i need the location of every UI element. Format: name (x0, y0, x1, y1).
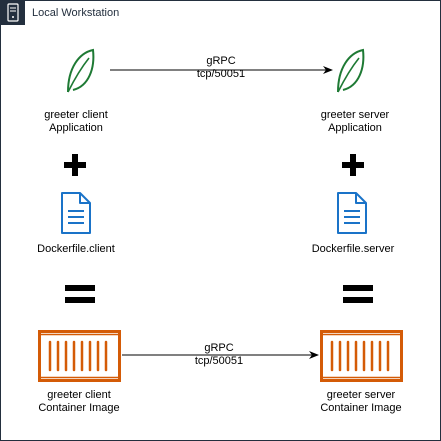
workstation-icon (0, 0, 25, 25)
client-image-type: Container Image (38, 402, 120, 414)
server-container-icon (320, 330, 403, 382)
client-plus-icon (64, 154, 86, 176)
server-image-name: greeter server (326, 389, 396, 401)
app-arrow-port: tcp/50051 (196, 68, 246, 80)
server-app-type: Application (328, 122, 382, 134)
client-container-icon (38, 330, 121, 382)
server-app-name: greeter server (320, 109, 390, 121)
app-arrow-label: gRPC tcp/50051 (171, 55, 271, 81)
server-app-label: greeter server Application (305, 109, 405, 135)
server-app-leaf-icon (337, 48, 365, 93)
server-document-icon (337, 192, 367, 234)
client-app-label: greeter client Application (26, 109, 126, 135)
client-equals-icon (65, 285, 95, 303)
client-app-name: greeter client (44, 109, 108, 121)
image-arrow-port: tcp/50051 (194, 355, 244, 367)
image-arrow-label: gRPC tcp/50051 (169, 342, 269, 368)
server-dockerfile-label: Dockerfile.server (311, 243, 395, 255)
client-app-type: Application (49, 122, 103, 134)
server-equals-icon (343, 285, 373, 303)
image-arrow-protocol: gRPC (204, 342, 234, 354)
client-dockerfile-label: Dockerfile.client (37, 243, 115, 255)
server-image-type: Container Image (320, 402, 402, 414)
app-arrow-protocol: gRPC (206, 55, 236, 67)
client-app-leaf-icon (67, 48, 95, 93)
group-title: Local Workstation (32, 7, 120, 19)
client-image-name: greeter client (47, 389, 111, 401)
server-plus-icon (342, 154, 364, 176)
server-image-label: greeter server Container Image (306, 389, 416, 415)
client-image-label: greeter client Container Image (24, 389, 134, 415)
client-document-icon (61, 192, 91, 234)
